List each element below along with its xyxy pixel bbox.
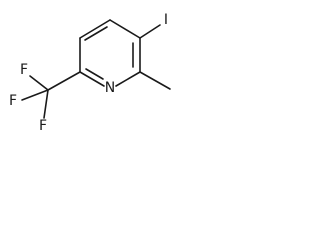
structure-diagram: I N F F F bbox=[9, 12, 171, 134]
bond-cf3-f-left bbox=[21, 89, 49, 101]
bond-cf3-f-top bbox=[29, 75, 49, 91]
substituents bbox=[21, 24, 171, 119]
bond-c2-methyl bbox=[139, 71, 171, 90]
bond-c3-c4 bbox=[109, 19, 141, 39]
bond-c4-c5-inner bbox=[84, 26, 108, 41]
pyridine-ring bbox=[79, 19, 141, 87]
atom-label-fluorine-bottom: F bbox=[39, 118, 47, 134]
atom-label-nitrogen: N bbox=[105, 80, 115, 96]
atom-label-fluorine-left: F bbox=[9, 93, 17, 109]
atom-label-fluorine-top: F bbox=[20, 62, 28, 78]
bond-c4-c5 bbox=[79, 19, 111, 39]
bond-c6-n bbox=[79, 71, 105, 87]
atom-label-iodine: I bbox=[164, 12, 168, 28]
bond-c3-iodine bbox=[139, 24, 161, 39]
bond-n-c2 bbox=[115, 71, 141, 87]
bond-c6-cf3 bbox=[47, 71, 81, 91]
bond-cf3-f-bottom bbox=[43, 89, 49, 119]
bond-c6-n-inner bbox=[85, 68, 104, 80]
atom-labels: I N F F F bbox=[9, 12, 168, 134]
